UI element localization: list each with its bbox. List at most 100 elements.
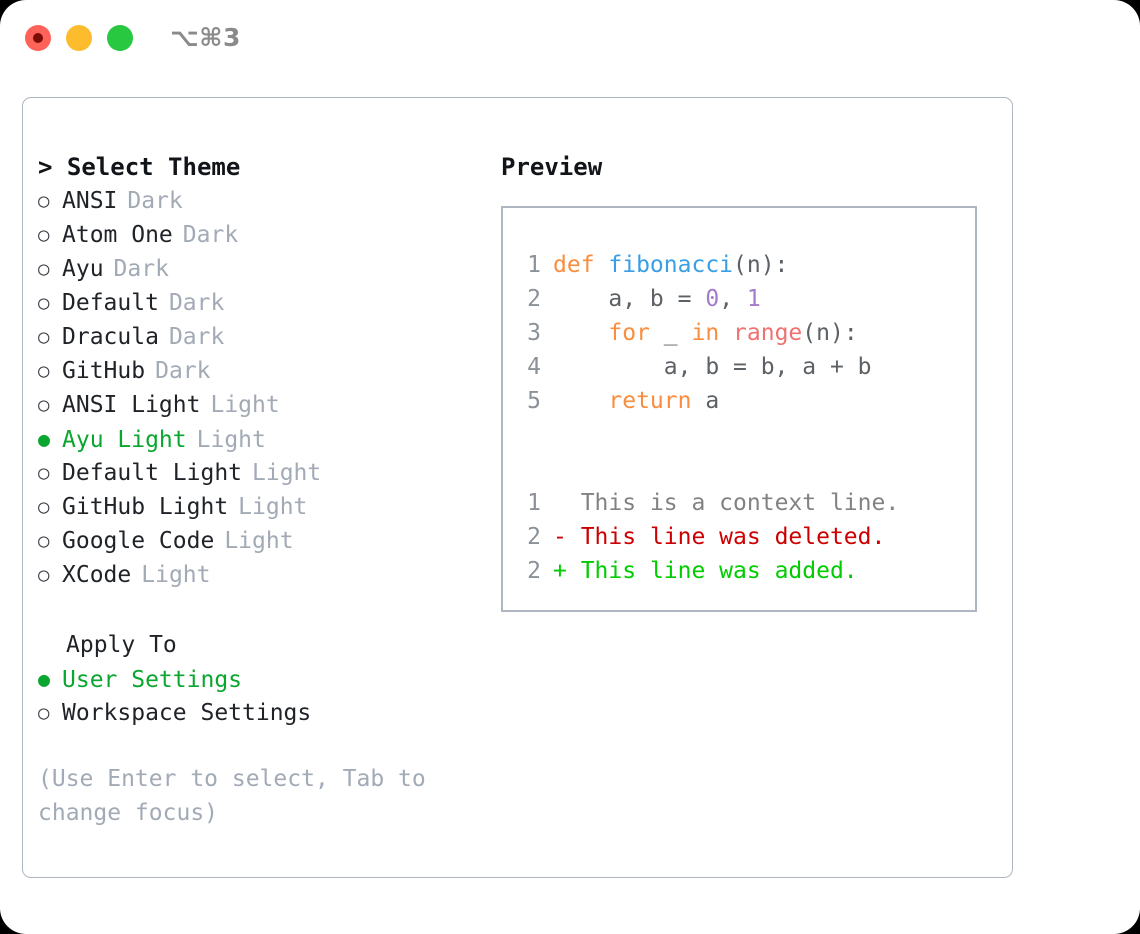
code-token	[553, 320, 608, 346]
code-line: 5 return a	[503, 384, 975, 418]
code-token: range	[733, 320, 803, 346]
diff-line-added: 2 + This line was added.	[503, 554, 975, 588]
radio-selected-icon: ●	[38, 667, 51, 691]
code-token: for	[608, 320, 650, 346]
diff-text: This line was added.	[580, 558, 858, 584]
line-number: 5	[527, 388, 541, 414]
theme-tag: Light	[224, 528, 294, 554]
radio-icon: ○	[38, 292, 50, 314]
theme-tag: Light	[210, 392, 280, 418]
recording-indicator-icon	[33, 33, 43, 43]
theme-option-default-light[interactable]: ○ Default Light Light	[38, 456, 478, 490]
minimize-window-button[interactable]	[66, 25, 92, 51]
theme-tag: Light	[252, 460, 322, 486]
theme-option-default[interactable]: ○ Default Dark	[38, 286, 478, 320]
theme-tag: Light	[141, 562, 211, 588]
theme-name: Ayu	[62, 256, 104, 282]
theme-tag: Dark	[168, 290, 225, 316]
theme-tag: Dark	[168, 324, 225, 350]
apply-to-option-workspace-settings[interactable]: ○Workspace Settings	[38, 696, 478, 730]
keyboard-hint-text: (Use Enter to select, Tab to change focu…	[38, 766, 426, 826]
diff-marker: +	[553, 558, 581, 584]
theme-tag: Light	[196, 427, 266, 453]
line-number: 2	[527, 558, 541, 584]
code-token: fibonacci	[608, 252, 734, 278]
code-token: a	[691, 388, 720, 414]
diff-marker: -	[553, 524, 581, 550]
code-token: (n):	[733, 252, 789, 278]
code-line: 4 a, b = b, a + b	[503, 350, 975, 384]
code-token: ,	[719, 286, 747, 312]
line-number: 2	[527, 286, 541, 312]
code-line: 3 for _ in range(n):	[503, 316, 975, 350]
radio-selected-icon: ●	[38, 427, 51, 451]
theme-name: Atom One	[62, 222, 173, 248]
code-token: a, b = b, a + b	[553, 354, 872, 380]
apply-to-option-user-settings[interactable]: ● User Settings	[38, 662, 478, 696]
code-token	[719, 320, 733, 346]
radio-icon: ○	[38, 564, 50, 586]
apply-to-option-label: User Settings	[62, 667, 243, 693]
code-line: 2 a, b = 0, 1	[503, 282, 975, 316]
radio-icon: ○	[38, 496, 50, 518]
keyboard-shortcut-label: ⌥⌘3	[170, 23, 241, 52]
diff-line-context: 1 This is a context line.	[503, 486, 975, 520]
line-number: 4	[527, 354, 541, 380]
code-token: _	[649, 320, 692, 346]
theme-tag: Dark	[155, 358, 211, 384]
diff-text: This line was deleted.	[580, 524, 886, 550]
theme-option-xcode[interactable]: ○ XCode Light	[38, 558, 478, 592]
code-token: (n):	[802, 320, 858, 346]
code-token	[553, 388, 608, 414]
theme-name: Google Code	[62, 528, 215, 554]
theme-name: XCode	[62, 562, 132, 588]
code-token: a, b =	[553, 286, 706, 312]
code-token: 0	[705, 286, 720, 312]
radio-icon: ○	[38, 224, 50, 246]
line-number: 1	[527, 252, 541, 278]
radio-icon: ○	[38, 462, 50, 484]
theme-name: GitHub Light	[62, 494, 229, 520]
line-number: 2	[527, 524, 541, 550]
apply-to-label: Apply To	[66, 632, 177, 658]
radio-icon: ○	[38, 702, 50, 724]
theme-name: Default	[62, 290, 159, 316]
prompt-caret-icon: >	[38, 153, 53, 181]
code-line: 1 def fibonacci(n):	[503, 248, 975, 282]
select-theme-title: Select Theme	[66, 153, 241, 181]
theme-tag: Light	[238, 494, 308, 520]
theme-name: Default Light	[62, 460, 243, 486]
code-token: in	[691, 320, 720, 346]
theme-name: GitHub	[62, 358, 146, 384]
theme-tag: Dark	[113, 256, 169, 282]
radio-icon: ○	[38, 360, 50, 382]
code-token: return	[608, 388, 692, 414]
theme-name: ANSI Light	[62, 392, 201, 418]
maximize-window-button[interactable]	[107, 25, 133, 51]
diff-marker	[553, 490, 581, 516]
code-token: 1	[746, 286, 761, 312]
theme-option-github-light[interactable]: ○ GitHub Light Light	[38, 490, 478, 524]
theme-option-atom-one[interactable]: ○ Atom One Dark	[38, 218, 478, 252]
theme-name: ANSI	[62, 188, 118, 214]
theme-tag: Dark	[182, 222, 239, 248]
apply-to-group: Apply To ● User Settings ○Workspace Setti…	[38, 628, 478, 730]
radio-icon: ○	[38, 190, 50, 212]
spacer	[503, 418, 975, 452]
diff-text: This is a context line.	[580, 490, 900, 516]
line-number: 1	[527, 490, 541, 516]
theme-name: Dracula	[62, 324, 159, 350]
code-token: def	[553, 252, 609, 278]
theme-option-github[interactable]: ○ GitHub Dark	[38, 354, 478, 388]
